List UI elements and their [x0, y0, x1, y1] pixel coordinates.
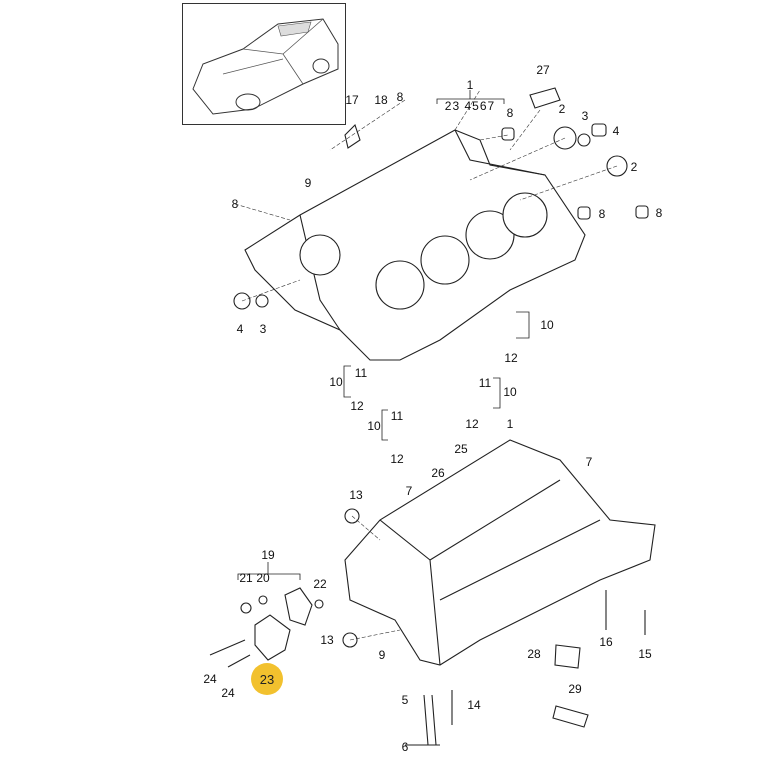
part-28 — [554, 644, 581, 669]
car-icon — [192, 18, 339, 115]
callout-9[interactable]: 9 — [378, 648, 386, 662]
callout-6[interactable]: 6 — [401, 740, 409, 754]
callout-24[interactable]: 24 — [221, 686, 235, 700]
callout-8[interactable]: 8 — [655, 206, 663, 220]
part-23-bracket — [254, 614, 291, 661]
part-29 — [552, 705, 589, 728]
callout-1[interactable]: 1 — [506, 417, 514, 431]
callout-5[interactable]: 5 — [401, 693, 409, 707]
callout-14[interactable]: 14 — [467, 698, 481, 712]
lower-crankcase — [344, 439, 656, 666]
vehicle-thumbnail — [182, 3, 346, 125]
highlighted-callout-23[interactable]: 23 — [251, 663, 283, 695]
callout-label: 23 — [259, 671, 275, 687]
callout-10[interactable]: 10 — [329, 375, 343, 389]
callout-9[interactable]: 9 — [304, 176, 312, 190]
callout-21[interactable]: 21 — [239, 571, 253, 585]
callout-1[interactable]: 1 — [466, 78, 474, 92]
callout-group-1-subparts: 23 4567 — [444, 99, 496, 113]
callout-11[interactable]: 11 — [478, 376, 492, 390]
callout-4[interactable]: 4 — [236, 322, 244, 336]
callout-15[interactable]: 15 — [638, 647, 652, 661]
callout-12[interactable]: 12 — [504, 351, 518, 365]
callout-29[interactable]: 29 — [568, 682, 582, 696]
upper-crankcase — [244, 129, 586, 361]
part-19-body — [284, 587, 313, 626]
callout-13[interactable]: 13 — [320, 633, 334, 647]
callout-12[interactable]: 12 — [350, 399, 364, 413]
callout-2[interactable]: 2 — [558, 102, 566, 116]
callout-16[interactable]: 16 — [599, 635, 613, 649]
callout-17[interactable]: 17 — [345, 93, 359, 107]
callout-24[interactable]: 24 — [203, 672, 217, 686]
callout-2[interactable]: 2 — [630, 160, 638, 174]
callout-10[interactable]: 10 — [503, 385, 517, 399]
callout-7[interactable]: 7 — [405, 484, 413, 498]
callout-11[interactable]: 11 — [390, 409, 404, 423]
callout-3[interactable]: 3 — [581, 109, 589, 123]
callout-3[interactable]: 3 — [259, 322, 267, 336]
callout-18[interactable]: 18 — [374, 93, 388, 107]
callout-4[interactable]: 4 — [612, 124, 620, 138]
callout-22[interactable]: 22 — [313, 577, 327, 591]
callout-13[interactable]: 13 — [349, 488, 363, 502]
callout-28[interactable]: 28 — [527, 647, 541, 661]
callout-12[interactable]: 12 — [465, 417, 479, 431]
callout-8[interactable]: 8 — [396, 90, 404, 104]
callout-10[interactable]: 10 — [367, 419, 381, 433]
callout-11[interactable]: 11 — [354, 366, 368, 380]
callout-26[interactable]: 26 — [431, 466, 445, 480]
callout-20[interactable]: 20 — [256, 571, 270, 585]
callout-8[interactable]: 8 — [231, 197, 239, 211]
callout-7[interactable]: 7 — [585, 455, 593, 469]
callout-8[interactable]: 8 — [598, 207, 606, 221]
callout-12[interactable]: 12 — [390, 452, 404, 466]
callout-27[interactable]: 27 — [536, 63, 550, 77]
callout-8[interactable]: 8 — [506, 106, 514, 120]
callout-19[interactable]: 19 — [261, 548, 275, 562]
callout-10[interactable]: 10 — [540, 318, 554, 332]
callout-25[interactable]: 25 — [454, 442, 468, 456]
